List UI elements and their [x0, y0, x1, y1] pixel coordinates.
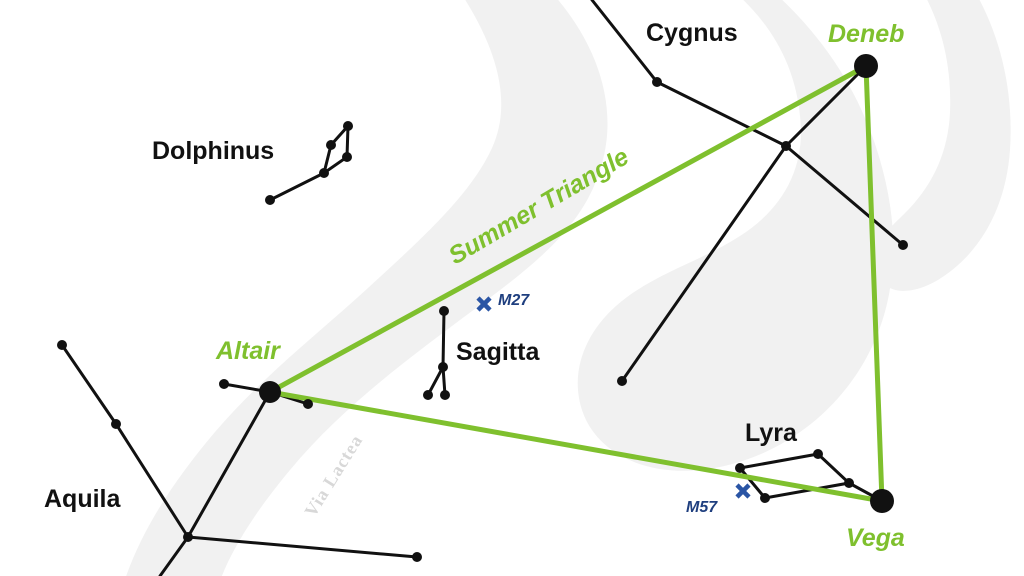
star-aql-alshain[interactable]	[303, 399, 313, 409]
star-cyg-sadr[interactable]	[781, 141, 791, 151]
label-vega: Vega	[846, 524, 905, 552]
label-sagitta: Sagitta	[456, 338, 540, 366]
dolphinus-lines	[268, 121, 350, 202]
aquila-line-south	[158, 535, 190, 576]
star-cyg-albireo[interactable]	[617, 376, 627, 386]
milky-way-shape-upper	[874, 0, 1011, 291]
cygnus-line-spine-bottom	[784, 64, 868, 148]
label-deneb: Deneb	[828, 20, 904, 48]
label-aquila: Aquila	[44, 485, 121, 513]
dolphinus-line-tail	[268, 171, 326, 202]
milky-way-band: Via Lactea	[126, 0, 1011, 576]
label-lyra: Lyra	[745, 419, 798, 447]
m57-marker-group[interactable]: M57	[686, 483, 751, 516]
star-deneb[interactable]	[854, 54, 878, 78]
star-del-epsilon[interactable]	[265, 195, 275, 205]
star-aql-eta[interactable]	[183, 532, 193, 542]
label-dolphinus: Dolphinus	[152, 137, 274, 165]
dolphinus-line-diamond	[321, 121, 350, 177]
star-sge-alpha[interactable]	[423, 390, 433, 400]
triangle-side-vega-deneb	[863, 63, 885, 504]
star-aql-zeta[interactable]	[57, 340, 67, 350]
m27-marker-group[interactable]: M27	[476, 292, 530, 312]
bright-star-labels: Deneb Altair Vega	[215, 20, 905, 552]
star-sge-gamma[interactable]	[439, 306, 449, 316]
summer-triangle[interactable]	[267, 63, 885, 504]
star-del-delta[interactable]	[342, 152, 352, 162]
sagitta-line-fletch-a	[426, 365, 445, 397]
cygnus-line-wing-east	[784, 144, 905, 247]
star-del-alpha[interactable]	[319, 168, 329, 178]
label-cygnus: Cygnus	[646, 19, 738, 47]
sagitta-line-shaft	[441, 309, 446, 369]
star-aql-tarazed[interactable]	[219, 379, 229, 389]
stars	[57, 54, 908, 562]
star-lyr-delta[interactable]	[813, 449, 823, 459]
cygnus-line-wing-west	[620, 144, 788, 383]
m27-label: M27	[498, 292, 530, 309]
aquila-line-body	[186, 390, 272, 539]
deep-sky-objects: M27 M57	[476, 292, 751, 516]
m27-cross-icon-b	[476, 296, 492, 312]
star-aql-theta[interactable]	[412, 552, 422, 562]
star-aql-delta[interactable]	[111, 419, 121, 429]
star-del-beta[interactable]	[326, 140, 336, 150]
star-lyr-gamma[interactable]	[844, 478, 854, 488]
constellation-labels: Cygnus Dolphinus Sagitta Lyra Aquila	[44, 19, 798, 513]
star-sge-delta[interactable]	[438, 362, 448, 372]
milky-way-shape-main	[126, 0, 608, 576]
star-lyr-beta[interactable]	[760, 493, 770, 503]
star-cyg-epsilon[interactable]	[898, 240, 908, 250]
star-vega[interactable]	[870, 489, 894, 513]
milky-way-shape-right	[577, 0, 894, 471]
triangle-side-altair-vega	[267, 389, 885, 504]
aquila-line-tail	[186, 535, 419, 559]
m57-cross-icon-b	[735, 483, 751, 499]
star-altair[interactable]	[259, 381, 281, 403]
star-cyg-delta[interactable]	[652, 77, 662, 87]
star-sge-beta[interactable]	[440, 390, 450, 400]
triangle-side-deneb-altair	[267, 63, 869, 395]
m57-label: M57	[686, 499, 718, 516]
label-altair: Altair	[215, 337, 281, 365]
star-del-gamma[interactable]	[343, 121, 353, 131]
star-lyr-zeta[interactable]	[735, 463, 745, 473]
